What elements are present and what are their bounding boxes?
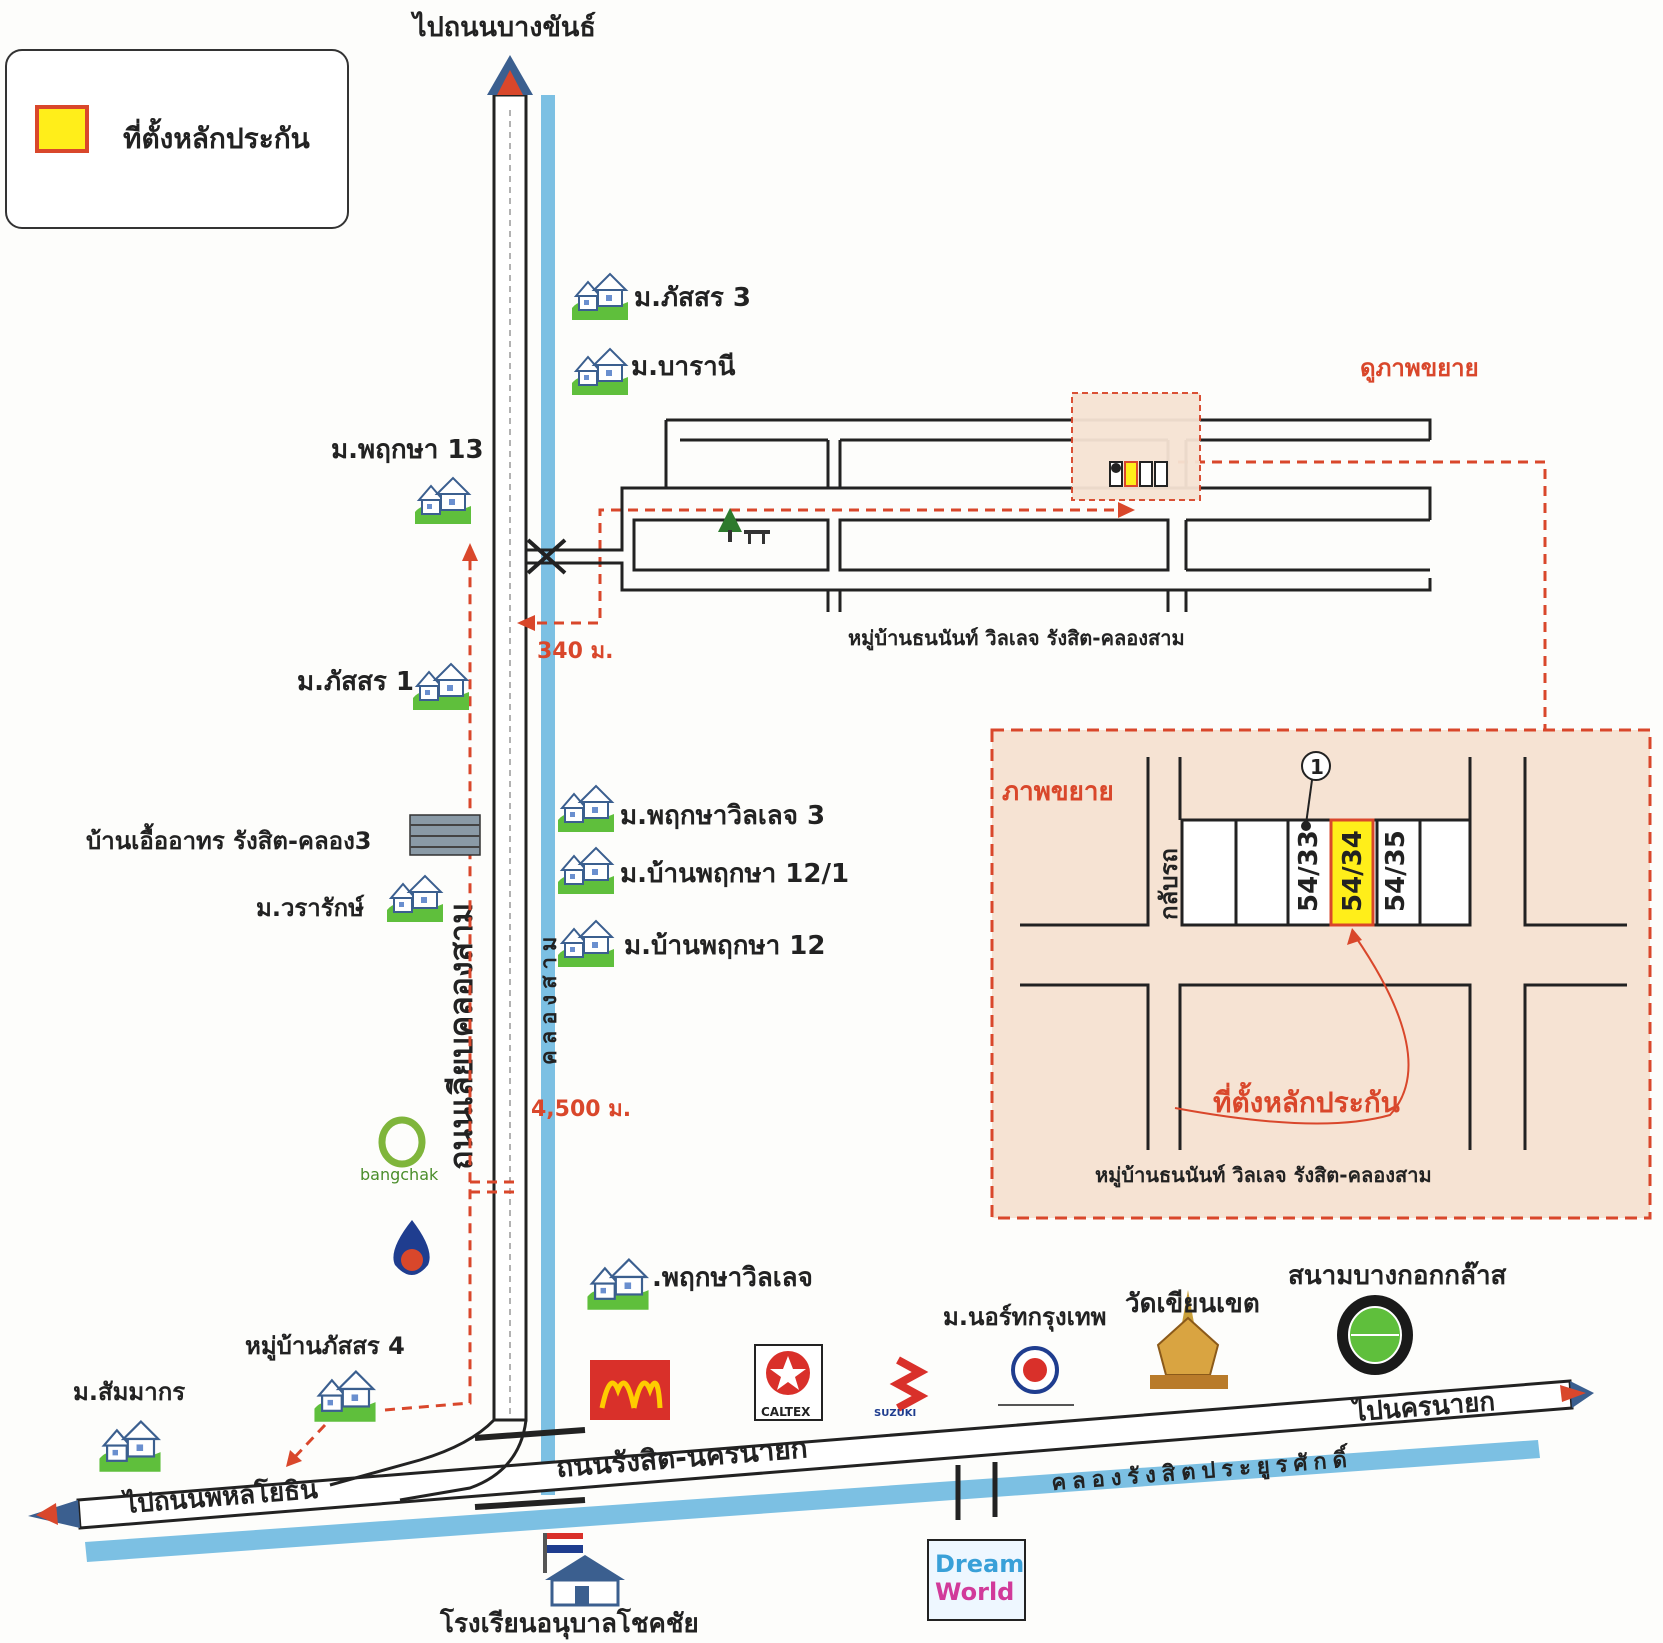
dreamworld-label-2: World bbox=[935, 1578, 1014, 1606]
road-rangsit-nakhon-nayok bbox=[28, 1379, 1594, 1530]
north-bangkok-university-logo bbox=[998, 1346, 1074, 1406]
target-plot bbox=[1329, 818, 1375, 927]
village-pruksa-13: ม.พฤกษา 13 bbox=[331, 435, 484, 465]
temple-icon bbox=[1150, 1290, 1228, 1389]
house-icon bbox=[586, 1258, 650, 1311]
project-road-grid bbox=[526, 418, 1432, 612]
legend-swatch bbox=[35, 105, 89, 153]
house-icon bbox=[557, 785, 615, 833]
route-arrow-up bbox=[462, 543, 478, 561]
zoom-view-link[interactable]: ดูภาพขยาย bbox=[1360, 354, 1479, 383]
house-icon bbox=[313, 1370, 377, 1423]
caltex-label: CALTEX bbox=[761, 1405, 811, 1419]
canal-khlong-sam bbox=[541, 95, 555, 1495]
plot-54-34: 54/34 bbox=[1338, 830, 1368, 912]
mcdonalds-logo bbox=[590, 1360, 670, 1420]
inset-title: ภาพขยาย bbox=[1002, 777, 1114, 807]
village-baan-pruksa-12: ม.บ้านพฤกษา 12 bbox=[624, 931, 826, 961]
building-icon bbox=[409, 814, 481, 856]
landmark-wat-khian-khet: วัดเขียนเขต bbox=[1125, 1289, 1260, 1319]
distance-4500: 4,500 ม. bbox=[531, 1097, 631, 1122]
label-canal-vertical: คลองสาม bbox=[537, 931, 562, 1065]
house-icon bbox=[557, 847, 615, 895]
village-baan-pruksa-12-1: ม.บ้านพฤกษา 12/1 bbox=[620, 859, 849, 889]
bridge-soi-entrance bbox=[526, 538, 567, 575]
route-arrow-right bbox=[1118, 502, 1135, 518]
school-icon bbox=[543, 1533, 625, 1607]
house-icon bbox=[571, 273, 629, 321]
label-north-destination: ไปถนนบางขันธ์ bbox=[410, 11, 596, 43]
house-icon bbox=[557, 920, 615, 968]
village-pruksa-village-3: ม.พฤกษาวิลเลจ 3 bbox=[620, 801, 825, 831]
bangchak-logo: bangchak bbox=[360, 1116, 439, 1184]
label-canal-horizontal: คลองรังสิตประยูรศักดิ์ bbox=[1050, 1442, 1354, 1497]
inset-marker-circle bbox=[1301, 751, 1331, 781]
landmark-stadium: สนามบางกอกกล๊าส bbox=[1288, 1261, 1507, 1291]
plot-54-35: 54/35 bbox=[1381, 830, 1411, 912]
house-icon bbox=[571, 348, 629, 396]
canal-rangsit bbox=[85, 1440, 1540, 1562]
dreamworld-logo: Dream World bbox=[927, 1539, 1026, 1621]
inset-marker-number: 1 bbox=[1310, 755, 1324, 779]
village-wararak: ม.วรารักษ์ bbox=[256, 894, 365, 922]
village-sammakorn: ม.สัมมากร bbox=[73, 1378, 185, 1406]
legend-label: ที่ตั้งหลักประกัน bbox=[123, 117, 310, 155]
bangchak-label: bangchak bbox=[360, 1165, 439, 1184]
distance-340: 340 ม. bbox=[537, 639, 613, 664]
house-icon bbox=[98, 1420, 162, 1473]
plot-54-33: 54/33 bbox=[1294, 830, 1324, 912]
suzuki-label: SUZUKI bbox=[874, 1408, 916, 1419]
bridge-top bbox=[474, 1427, 586, 1510]
road-khlong-sam bbox=[487, 55, 533, 1422]
project-target-plots bbox=[1071, 392, 1201, 501]
dreamworld-label-1: Dream bbox=[935, 1550, 1024, 1578]
route-arrow-sw bbox=[286, 1450, 302, 1467]
target-pointer bbox=[1174, 935, 1410, 1125]
route-arrow-left bbox=[517, 615, 535, 631]
project-name: หมู่บ้านธนนันท์ วิลเลจ รังสิต-คลองสาม bbox=[848, 626, 1185, 652]
inset-target-label: ที่ตั้งหลักประกัน bbox=[1213, 1081, 1400, 1119]
village-eua-arthorn: บ้านเอื้ออาทร รังสิต-คลอง3 bbox=[86, 822, 372, 855]
house-icon bbox=[414, 477, 472, 525]
legend-box: ที่ตั้งหลักประกัน bbox=[5, 49, 349, 229]
inset-caption: หมู่บ้านธนนันท์ วิลเลจ รังสิต-คลองสาม bbox=[1095, 1163, 1432, 1189]
village-pruksa-village: .พฤกษาวิลเลจ bbox=[652, 1263, 813, 1293]
inset-panel: 1 ภาพขยาย กลับรถ 54/33 54/34 54/35 ที่ตั… bbox=[990, 728, 1652, 1220]
landmark-north-bangkok: ม.นอร์ทกรุงเทพ bbox=[943, 1303, 1106, 1333]
village-passorn-3: ม.ภัสสร 3 bbox=[634, 283, 751, 313]
suzuki-logo: SUZUKI bbox=[874, 1356, 929, 1419]
bridge-dreamworld bbox=[955, 1462, 998, 1520]
house-icon bbox=[386, 875, 444, 923]
landmark-school: โรงเรียนอนุบาลโชคชัย bbox=[439, 1607, 699, 1640]
tree-icon bbox=[718, 508, 770, 544]
stadium-icon bbox=[1337, 1295, 1413, 1375]
label-bypass-road: ถนนเลียบคลองสาม bbox=[442, 903, 480, 1170]
caltex-logo: CALTEX bbox=[754, 1344, 823, 1421]
ptt-logo bbox=[393, 1220, 430, 1275]
village-passorn-1: ม.ภัสสร 1 bbox=[297, 667, 414, 697]
inset-street-label: กลับรถ bbox=[1155, 848, 1183, 920]
house-icon bbox=[412, 663, 470, 711]
village-baranee: ม.บารานี bbox=[631, 352, 736, 382]
village-passorn-4: หมู่บ้านภัสสร 4 bbox=[245, 1332, 405, 1361]
